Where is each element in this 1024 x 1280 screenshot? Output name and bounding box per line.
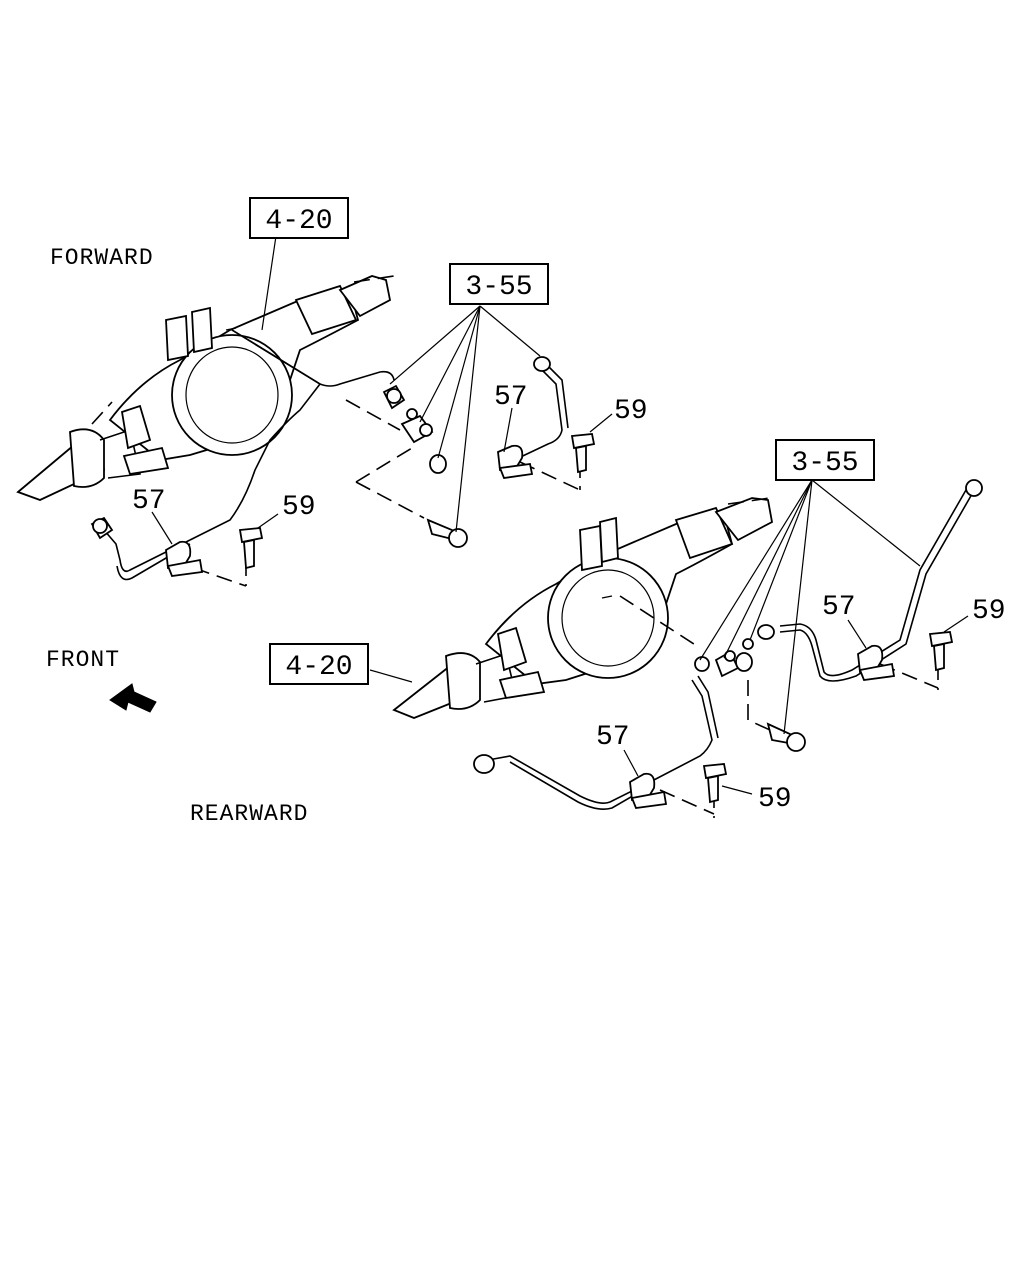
part-label-59: 59 bbox=[282, 492, 316, 523]
part-label-59: 59 bbox=[972, 596, 1006, 627]
callout-4-20-bottom: 4-20 bbox=[269, 643, 369, 685]
part-label-57: 57 bbox=[822, 592, 856, 623]
part-label-59: 59 bbox=[758, 784, 792, 815]
callout-3-55-top: 3-55 bbox=[449, 263, 549, 305]
bolt-icon bbox=[238, 433, 596, 570]
svg-text:4-20: 4-20 bbox=[265, 206, 332, 237]
forward-axle-housing bbox=[16, 275, 395, 501]
front-label: FRONT bbox=[46, 647, 120, 673]
part-label-57: 57 bbox=[132, 486, 166, 517]
callout-4-20-top: 4-20 bbox=[249, 197, 349, 239]
clip-icon bbox=[629, 644, 896, 809]
bolt-icon bbox=[702, 631, 954, 804]
rearward-label: REARWARD bbox=[190, 801, 308, 827]
part-label-57: 57 bbox=[596, 722, 630, 753]
svg-text:3-55: 3-55 bbox=[791, 448, 858, 479]
callout-3-55-bottom: 3-55 bbox=[775, 439, 875, 481]
forward-fittings bbox=[90, 356, 581, 587]
forward-brake-pipes bbox=[103, 329, 569, 581]
svg-text:3-55: 3-55 bbox=[465, 272, 532, 303]
forward-label: FORWARD bbox=[50, 245, 154, 271]
svg-text:4-20: 4-20 bbox=[285, 652, 352, 683]
part-label-59: 59 bbox=[614, 396, 648, 427]
rearward-brake-pipes bbox=[487, 489, 973, 810]
clip-icon bbox=[165, 444, 534, 577]
leader-lines bbox=[151, 235, 969, 795]
rearward-axle-housing bbox=[392, 497, 774, 719]
front-arrow-icon bbox=[109, 683, 157, 713]
part-label-57: 57 bbox=[494, 382, 528, 413]
